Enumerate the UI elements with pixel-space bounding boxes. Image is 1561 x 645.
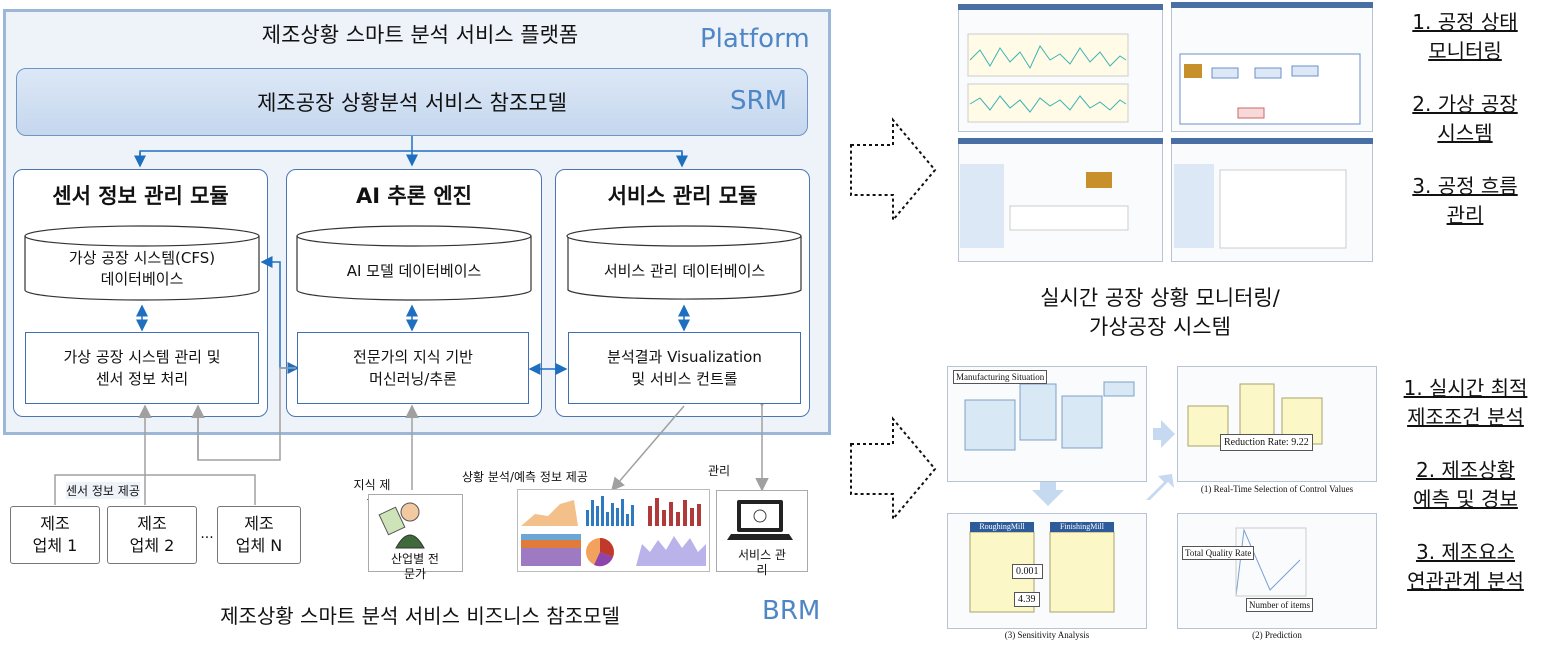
srm-tag: SRM [730,86,788,116]
reduction-rate-label: Reduction Rate: 9.22 [1220,434,1313,451]
analysis-info-label: 상황 분석/예측 정보 제공 [462,470,588,484]
srm-box: 제조공장 상황분석 서비스 참조모델 [16,68,808,136]
top-caption: 실시간 공장 상황 모니터링/ 가상공장 시스템 [1040,286,1280,339]
cfs-management-box: 가상 공장 시스템 관리 및 센서 정보 처리 [25,332,259,404]
service-admin-label: 서비스 관 리 [738,548,786,577]
platform-tag: Platform [700,24,810,54]
service-database-label: 서비스 관리 데이터베이스 [603,261,766,280]
service-database-cylinder [566,225,802,300]
sensor-module-title: 센서 정보 관리 모듈 [52,184,229,208]
manufacturing-situation-label: Manufacturing Situation [953,370,1048,384]
ai-engine-title: AI 추론 엔진 [356,184,472,208]
company-1: 제조 업체 1 [10,506,100,564]
top-item-3: 3. 공정 흐름 관리 [1412,174,1518,227]
bottom-item-2: 2. 제조상황 예측 및 경보 [1413,458,1518,511]
dotted-arrow-top [850,117,937,223]
ai-database-cylinder [296,225,532,301]
company-n: 제조 업체 N [217,506,301,564]
bottom-item-3: 3. 제조요소 연관관계 분석 [1407,540,1524,593]
prediction-caption: (2) Prediction [1252,630,1302,640]
cfs-database-cylinder [24,225,260,301]
number-items-label: Number of items [1246,598,1313,612]
dotted-arrow-bottom [850,416,937,522]
top-item-2: 2. 가상 공장 시스템 [1412,92,1518,145]
expert-label: 산업별 전 문가 [391,552,439,581]
finishing-mill-label: FinishingMill [1059,522,1104,531]
brm-title: 제조상황 스마트 분석 서비스 비즈니스 참조모델 [220,603,620,628]
sensitivity-value-b: 4.39 [1014,592,1040,607]
brm-tag: BRM [762,596,821,626]
platform-title: 제조상황 스마트 분석 서비스 플랫폼 [261,23,579,47]
manage-label: 관리 [708,464,731,478]
sensitivity-caption: (3) Sensitivity Analysis [1004,630,1090,640]
visualization-box: 분석결과 Visualization 및 서비스 컨트롤 [568,332,801,404]
bottom-item-1: 1. 실시간 최적 제조조건 분석 [1403,376,1528,429]
srm-label: 제조공장 상황분석 서비스 참조모델 [257,91,567,115]
roughing-mill-label: RoughingMill [979,522,1025,531]
sensor-provision-label: 센서 정보 제공 [66,482,140,499]
top-item-1: 1. 공정 상태 모니터링 [1412,10,1518,63]
cfs-database-label: 가상 공장 시스템(CFS) 데이터베이스 [68,249,216,288]
company-ellipsis: ... [200,526,214,542]
realtime-selection-caption: (1) Real-Time Selection of Control Value… [1200,484,1354,494]
ai-database-label: AI 모델 데이터베이스 [346,261,482,280]
expert-ml-box: 전문가의 지식 기반 머신러닝/추론 [297,332,529,404]
sensitivity-value-a: 0.001 [1012,564,1043,579]
service-module-title: 서비스 관리 모듈 [607,184,758,208]
company-2: 제조 업체 2 [107,506,197,564]
total-quality-label: Total Quality Rate [1182,546,1255,560]
